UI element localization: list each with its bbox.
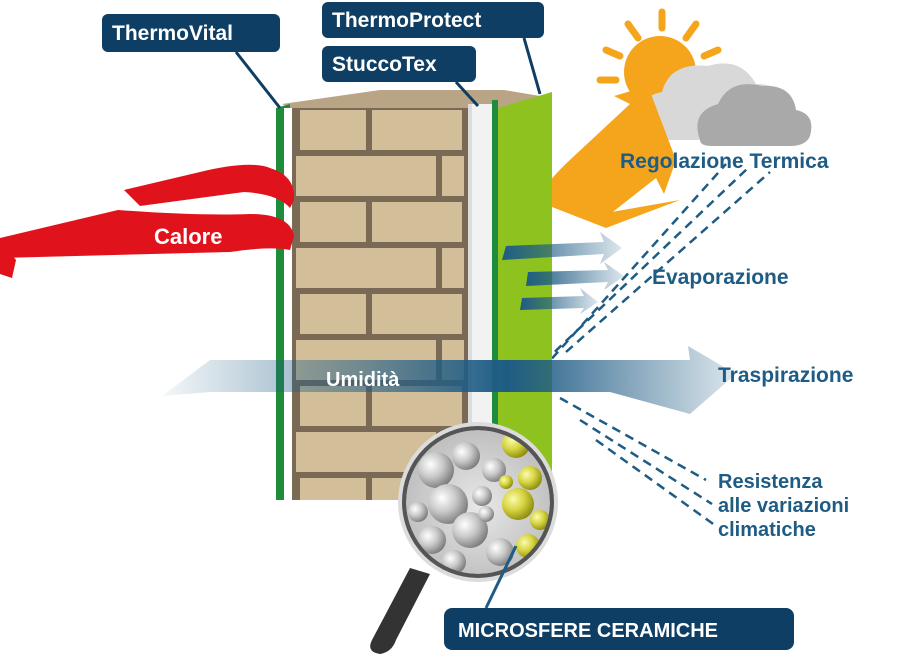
thermoprotect-tag: ThermoProtect	[322, 2, 544, 95]
regolazione-arrow	[536, 86, 676, 222]
umidita-label: Umidità	[326, 369, 400, 391]
traspirazione-label: Traspirazione	[718, 364, 853, 387]
evaporazione-arrows	[502, 232, 624, 314]
thermovital-tag: ThermoVital	[102, 14, 282, 109]
magnifier-icon	[370, 422, 558, 654]
wall	[276, 90, 552, 500]
microspheres	[408, 430, 550, 574]
resistenza-label-line2: alle variazioni	[718, 495, 849, 517]
microsfere-label: MICROSFERE CERAMICHE	[458, 620, 718, 642]
umidita-arrow: Umidità	[162, 346, 736, 414]
stuccotex-tag: StuccoTex	[322, 46, 480, 108]
thermoprotect-label: ThermoProtect	[332, 9, 481, 32]
calore-label: Calore	[154, 224, 222, 249]
thermovital-label: ThermoVital	[112, 22, 233, 45]
calore-arrow: Calore	[0, 164, 295, 278]
evaporazione-label: Evaporazione	[652, 266, 789, 289]
microsfere-tag: MICROSFERE CERAMICHE	[444, 608, 794, 650]
cloud-icon	[638, 63, 812, 146]
resistenza-label-line3: climatiche	[718, 519, 816, 541]
stuccotex-label: StuccoTex	[332, 53, 437, 76]
regolazione-label: Regolazione Termica	[620, 150, 829, 173]
resistenza-label-line1: Resistenza	[718, 471, 823, 493]
